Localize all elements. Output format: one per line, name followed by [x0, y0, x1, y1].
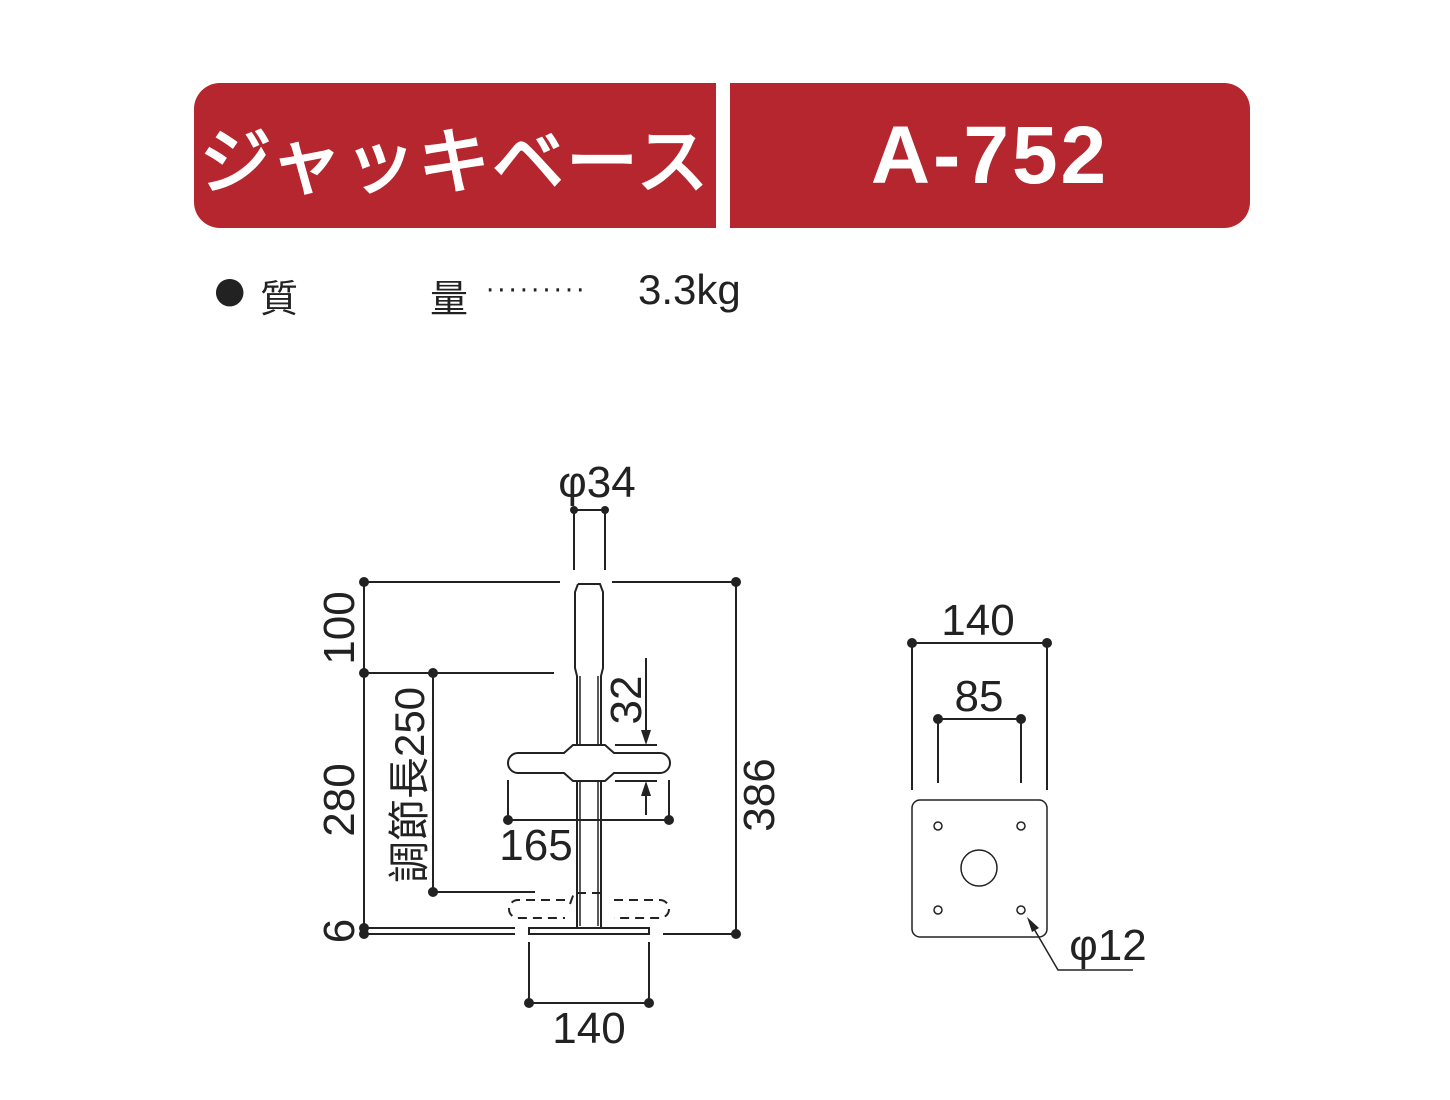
- handle-height-label: 32: [602, 676, 651, 725]
- product-name-banner: ジャッキベース: [194, 83, 716, 228]
- plan-view: [911, 642, 1133, 971]
- weight-value: 3.3kg: [638, 266, 741, 313]
- spec-leader: ·········: [486, 276, 588, 306]
- hole-diameter-label: φ12: [1069, 921, 1146, 970]
- plan-width-label: 140: [941, 596, 1014, 645]
- model-banner: A-752: [730, 83, 1250, 228]
- dimension-markers: [359, 506, 1052, 1008]
- spec-label-2: 量: [430, 277, 469, 321]
- total-height-label: 386: [735, 758, 784, 831]
- model-number: A-752: [870, 109, 1110, 201]
- side-view: [363, 509, 737, 1004]
- spec-label-1: 質: [260, 277, 299, 321]
- top-length-label: 100: [315, 591, 364, 664]
- bullet-icon: ●: [214, 270, 246, 311]
- product-name: ジャッキベース: [199, 120, 711, 204]
- middle-length-label: 280: [315, 763, 364, 836]
- handle-width-label: 165: [499, 821, 572, 870]
- base-width-label: 140: [552, 1004, 625, 1053]
- dimension-labels: φ34 100 280 6 調節長250 32 165 386 140 140 …: [315, 458, 1147, 1053]
- hole-pitch-label: 85: [955, 672, 1004, 721]
- adjust-length-label: 調節長250: [386, 687, 433, 883]
- pipe-diameter-label: φ34: [558, 458, 635, 507]
- base-thickness-label: 6: [315, 919, 364, 943]
